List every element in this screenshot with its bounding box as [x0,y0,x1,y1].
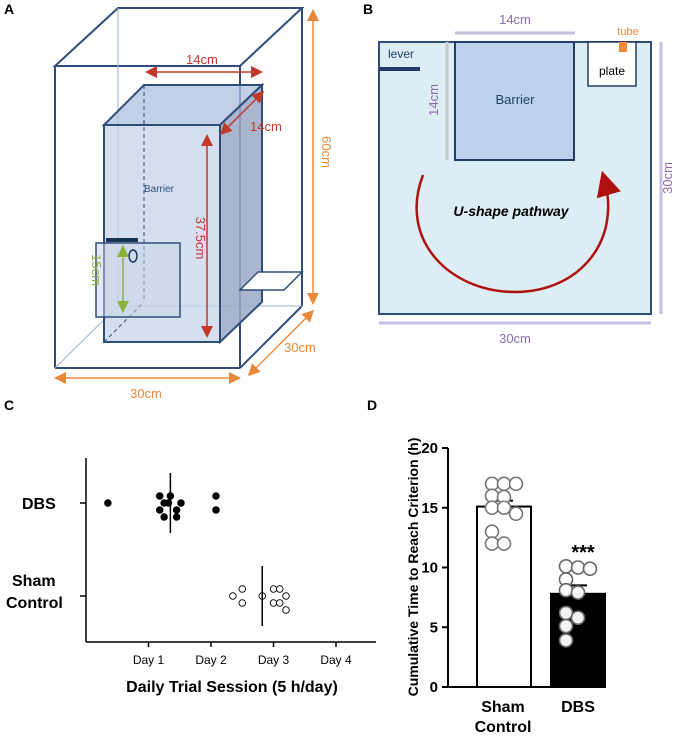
d-data-point [558,582,574,598]
dim-side: 14cm [426,84,441,116]
d-data-point [508,506,524,522]
c-x-tick-label: Day 2 [195,653,227,667]
c-row-sham-1: Sham [12,573,56,590]
c-points [104,473,290,626]
d-y-tick-label: 10 [421,560,438,577]
c-data-point [172,506,181,514]
d-y-tick-label: 20 [421,440,438,457]
outer-box-top [52,7,305,67]
dim-top: 14cm [499,12,531,27]
tube-icon [619,42,627,52]
c-data-point [155,492,164,500]
d-data-point [558,633,574,648]
pathway-label: U-shape pathway [453,203,569,219]
plate-label: plate [599,64,625,78]
d-y-ticks: 0 5 10 15 20 [421,440,448,696]
panel-d-label: D [367,397,377,413]
d-points [484,476,598,648]
dim-box-height: 60cm [319,136,334,168]
d-significance: *** [571,542,595,564]
d-data-point [484,476,500,492]
c-data-point [282,592,290,600]
lever-label: lever [388,47,414,61]
d-data-point [558,618,574,634]
d-data-point [484,536,500,551]
panel-a: A Barrier 14cm [4,1,334,401]
c-data-point [276,599,284,607]
c-data-point [212,492,220,500]
c-data-point [160,513,168,521]
d-data-point [570,610,586,625]
lever-panel [95,242,181,318]
panel-c-label: C [4,397,14,413]
panel-b-label: B [363,1,373,17]
dim-box-depth: 30cm [284,340,316,355]
d-data-point [484,488,500,504]
d-data-point [508,476,524,492]
barrier-square [454,41,575,161]
d-y-tick-label: 15 [421,500,438,517]
c-data-point [282,606,290,614]
d-y-tick-label: 5 [430,619,438,636]
dim-arrow-box-depth [247,309,315,377]
c-data-point [238,599,246,607]
c-data-point [229,592,237,600]
c-x-tick-label: Day 3 [258,653,290,667]
barrier-label: Barrier [144,184,175,195]
panel-b: B 14cm 14cm Barrier lever plate tube U-s… [363,1,675,346]
d-cat-sham-2: Control [475,719,532,736]
d-data-point [582,561,598,576]
d-data-point [558,605,574,621]
c-data-point [238,585,246,593]
c-data-point [172,513,181,521]
dim-box-width: 30cm [130,386,162,401]
c-data-point [104,499,112,507]
dim-right: 30cm [660,162,675,194]
light-icon [128,249,138,263]
c-x-tick-label: Day 1 [133,653,165,667]
c-x-label: Daily Trial Session (5 h/day) [126,679,338,696]
d-cat-sham-1: Sham [481,699,525,716]
c-row-sham-2: Control [6,595,63,612]
c-data-point [276,585,284,593]
dim-arrow-depth [219,90,265,136]
c-x-tick-label: Day 4 [320,653,352,667]
c-data-point [269,599,278,607]
c-row-dbs: DBS [22,496,56,513]
u-pathway-arrow [415,170,621,294]
tube-label: tube [617,26,638,38]
panel-d: D Cumulative Time to Reach Criterion (h)… [367,397,606,736]
d-data-point [484,524,500,539]
dim-bottom: 30cm [499,331,531,346]
plate-box [587,41,637,87]
dim-barrier-width: 14cm [186,52,218,67]
d-data-point [496,536,512,551]
plate-icon [238,271,304,291]
d-data-point [570,585,586,600]
d-y-label: Cumulative Time to Reach Criterion (h) [405,438,421,697]
d-data-point [496,500,512,516]
barrier-label-b: Barrier [495,92,535,107]
c-x-ticks: Day 1 Day 2 Day 3 Day 4 [133,642,352,667]
c-data-point [155,506,164,514]
dim-barrier-depth: 14cm [250,119,282,134]
c-data-point [212,506,220,514]
panel-a-label: A [4,1,14,17]
dim-barrier-height: 37.5cm [193,217,208,260]
d-data-point [484,500,500,516]
d-data-point [496,476,512,492]
d-y-tick-label: 0 [430,679,438,696]
dim-lever-height: 15cm [89,254,104,286]
c-data-point [177,499,185,507]
d-cat-dbs: DBS [561,699,595,716]
c-data-point [269,585,278,593]
